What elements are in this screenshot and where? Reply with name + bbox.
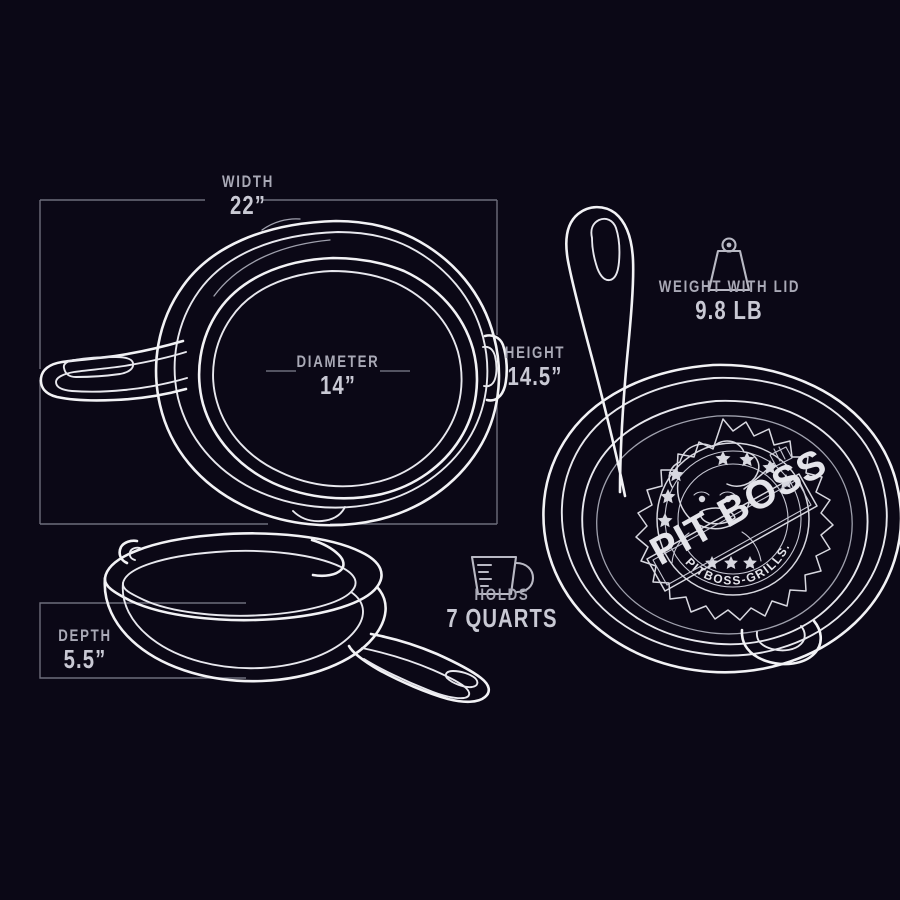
- height-value: 14.5”: [507, 361, 563, 392]
- lid-upright-handle: [565, 205, 635, 498]
- weight-label: WEIGHT WITH LID 9.8 LB: [659, 277, 799, 325]
- skillet-side-helper-handle: [118, 539, 141, 565]
- lid-helper-handle: [740, 619, 823, 666]
- diameter-value: 14”: [320, 370, 356, 401]
- width-value: 22”: [230, 190, 266, 221]
- logo-star-arc: [657, 451, 794, 528]
- depth-value: 5.5”: [63, 644, 107, 675]
- capacity-label: HOLDS 7 QUARTS: [432, 585, 572, 633]
- weight-value: 9.8 LB: [695, 295, 763, 326]
- weight-icon: [707, 237, 751, 292]
- weight-caption: WEIGHT WITH LID: [658, 277, 801, 296]
- width-label: WIDTH 22”: [186, 172, 311, 220]
- skillet-top-outer-rim: [154, 219, 501, 527]
- lid-inner-rings: [581, 399, 869, 646]
- lid-outer-rim: [542, 363, 900, 674]
- measuring-cup-icon: [470, 555, 535, 596]
- skillet-top-pour-spout: [261, 218, 346, 523]
- depth-dimension-bracket: [39, 602, 246, 679]
- skillet-top-long-handle: [39, 339, 188, 402]
- diameter-label: DIAMETER 14”: [276, 352, 401, 400]
- depth-label: DEPTH 5.5”: [27, 626, 144, 674]
- width-caption: WIDTH: [221, 172, 275, 191]
- capacity-caption: HOLDS: [474, 585, 530, 604]
- height-label: HEIGHT 14.5”: [477, 343, 594, 391]
- capacity-value: 7 QUARTS: [446, 603, 558, 634]
- depth-caption: DEPTH: [58, 626, 112, 645]
- skillet-side-long-handle: [347, 632, 491, 704]
- height-caption: HEIGHT: [504, 343, 566, 362]
- skillet-side-pour-spout: [310, 538, 345, 578]
- skillet-side-body: [103, 576, 387, 683]
- logo-bottom-stars: [705, 556, 757, 569]
- logo-mascot: [668, 440, 793, 564]
- skillet-top-inner-bowl: [197, 256, 479, 500]
- logo-sunburst-border: [635, 418, 834, 621]
- diameter-caption: DIAMETER: [296, 352, 380, 371]
- skillet-top-helper-handle: [482, 334, 509, 402]
